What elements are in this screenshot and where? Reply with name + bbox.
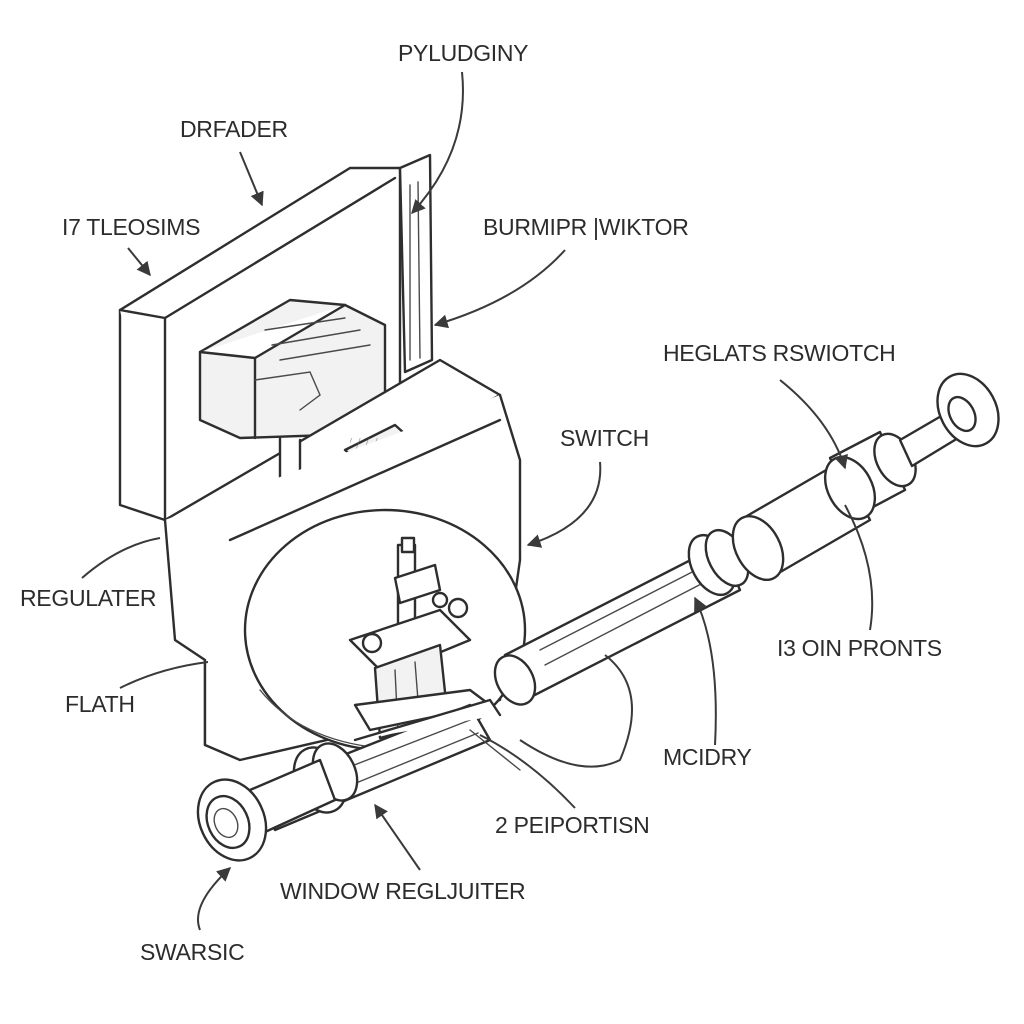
label-heglats: HEGLATS RSWIOTCH (663, 340, 895, 366)
label-pylludginy: PYLUDGINY (398, 40, 528, 66)
leader-drfader (239, 151, 264, 207)
leader-heglats (779, 379, 848, 470)
motor-drum (243, 508, 527, 752)
regulator-tube (493, 372, 1000, 706)
leader-swarsic (197, 867, 232, 931)
leader-lines (81, 71, 874, 931)
label-peiportisn: 2 PEIPORTISN (495, 812, 649, 838)
leader-mcidry-2 (519, 654, 633, 768)
leader-tleosims (127, 247, 151, 277)
label-regulater: REGULATER (20, 585, 156, 611)
label-burmipr: BURMIPR |WIKTOR (483, 214, 689, 240)
leader-heglats-2 (844, 504, 874, 631)
leader-flath (119, 661, 209, 689)
label-drfader: DRFADER (180, 116, 288, 142)
leader-peiportisn (479, 734, 576, 809)
leader-regulater (81, 537, 161, 579)
label-tleosims: I7 TLEOSIMS (62, 214, 200, 240)
label-flath: FLATH (65, 691, 135, 717)
label-swarsic: SWARSIC (140, 939, 244, 965)
labels: PYLUDGINY DRFADER I7 TLEOSIMS BURMIPR |W… (20, 40, 942, 965)
label-switch: SWITCH (560, 425, 649, 451)
label-oin-pronts: I3 OIN PRONTS (777, 635, 942, 661)
leader-pylludginy (411, 71, 464, 215)
leader-window-regulator (374, 803, 421, 871)
leader-switch (526, 461, 602, 548)
label-mcidry: MCIDRY (663, 744, 752, 770)
leader-mcidry (694, 596, 717, 746)
label-window-regulator: WINDOW REGLJUITER (280, 878, 525, 904)
lower-shaft (196, 698, 521, 862)
leader-burmipr (433, 249, 566, 329)
